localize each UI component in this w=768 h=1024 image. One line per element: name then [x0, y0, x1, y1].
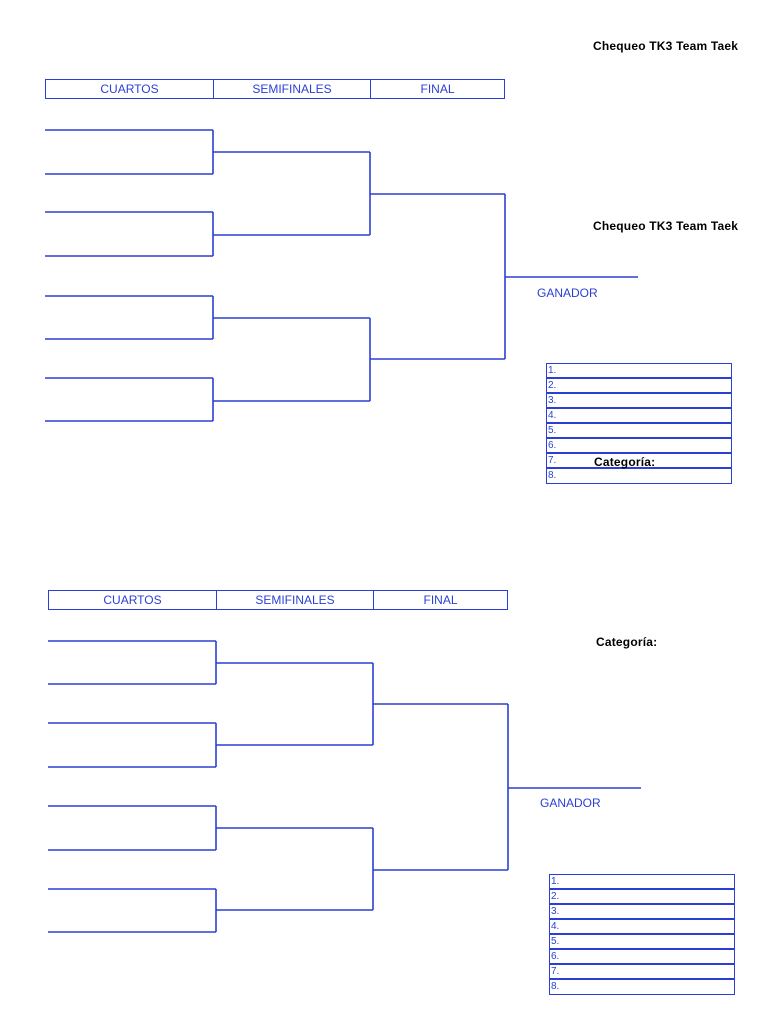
rank-row-1: 1. — [547, 364, 731, 379]
bracket-2-header: CUARTOS SEMIFINALES FINAL — [48, 590, 508, 610]
rank-row-8: 8. — [548, 470, 557, 481]
rank-row-7: 7. — [547, 454, 731, 469]
bracket-1-rank-table: 1. 2. 3. 4. 5. 6. 7. 8. — [546, 363, 732, 484]
bracket-1-header: CUARTOS SEMIFINALES FINAL — [45, 79, 505, 99]
rank-row-1: 1. — [550, 875, 734, 890]
rank-row-3: 3. — [550, 905, 734, 920]
bracket-2-quarter-2 — [48, 722, 217, 768]
rank-row-3: 3. — [547, 394, 731, 409]
rank-row-4: 4. — [547, 409, 731, 424]
header-final: FINAL — [373, 590, 508, 610]
bracket-2-final — [373, 703, 509, 871]
header-final: FINAL — [370, 79, 505, 99]
rank-row-6: 6. — [547, 439, 731, 454]
document-title-mid: Chequeo TK3 Team Taek — [593, 219, 739, 233]
rank-row-2: 2. — [547, 379, 731, 394]
rank-row-2: 2. — [550, 890, 734, 905]
header-semifinales: SEMIFINALES — [216, 590, 373, 610]
rank-row-5: 5. — [547, 424, 731, 439]
header-cuartos: CUARTOS — [48, 590, 216, 610]
rank-row-6: 6. — [550, 950, 734, 965]
bracket-2-semi-1 — [216, 662, 374, 746]
category-label-1: Categoría: — [594, 455, 656, 469]
header-semifinales: SEMIFINALES — [213, 79, 370, 99]
rank-row-5: 5. — [550, 935, 734, 950]
bracket-1-quarter-4 — [45, 377, 214, 422]
bracket-2-quarter-3 — [48, 805, 217, 851]
bracket-2-semi-2 — [216, 827, 374, 911]
bracket-2-quarter-4 — [48, 888, 217, 933]
header-cuartos: CUARTOS — [45, 79, 213, 99]
bracket-2-quarter-1 — [48, 640, 217, 685]
document-title-top: Chequeo TK3 Team Taek — [593, 39, 739, 53]
bracket-1-winner-label: GANADOR — [537, 286, 598, 300]
bracket-2-rank-table: 1. 2. 3. 4. 5. 6. 7. 8. — [549, 874, 735, 995]
rank-row-7: 7. — [550, 965, 734, 980]
bracket-1-quarter-2 — [45, 211, 214, 257]
rank-row-4: 4. — [550, 920, 734, 935]
bracket-2-winner-label: GANADOR — [540, 796, 601, 810]
rank-row-8: 8. — [551, 981, 560, 992]
category-label-2: Categoría: — [596, 635, 658, 649]
